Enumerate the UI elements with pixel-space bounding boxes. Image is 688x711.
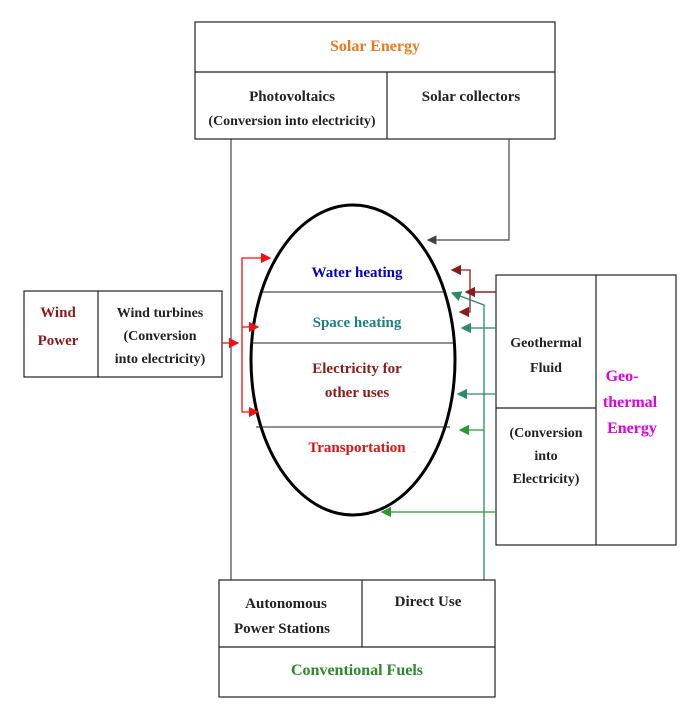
space-heating-label: Space heating (313, 315, 402, 331)
direct-use-label: Direct Use (395, 594, 462, 610)
wind-turbines-line1: Wind turbines (117, 306, 204, 321)
geo-conv-line1: (Conversion (509, 426, 582, 441)
photovoltaics-label: Photovoltaics (249, 89, 335, 105)
fuel-green-arrows (380, 424, 496, 518)
geo-conv-line2: into (534, 449, 557, 464)
geo-teal-arrows (450, 291, 496, 580)
geo-fluid-line2: Fluid (530, 361, 562, 376)
geo-title-line2: thermal (603, 394, 658, 411)
wind-title-line1: Wind (40, 305, 76, 321)
geo-conv-line3: Electricity) (513, 472, 580, 487)
conventional-fuels-title: Conventional Fuels (291, 662, 423, 679)
autonomous-line2: Power Stations (234, 621, 330, 637)
wind-title-line2: Power (38, 333, 79, 349)
solar-collector-arrow (426, 139, 510, 245)
geo-title-line3: Energy (607, 420, 657, 437)
photovoltaics-sublabel: (Conversion into electricity) (208, 114, 376, 129)
solar-energy-title: Solar Energy (330, 38, 420, 55)
electricity-label-line1: Electricity for (312, 361, 402, 377)
wind-turbines-line3: into electricity) (115, 352, 206, 367)
transportation-label: Transportation (308, 440, 406, 456)
wind-power-box: Wind Power Wind turbines (Conversion int… (23, 290, 223, 378)
solar-collectors-label: Solar collectors (422, 89, 521, 105)
autonomous-line1: Autonomous (245, 596, 327, 612)
wind-turbines-line2: (Conversion (123, 329, 196, 344)
wind-arrows (222, 252, 272, 418)
geothermal-box: Geothermal Fluid (Conversion into Electr… (495, 274, 677, 546)
uses-ellipse: Water heating Space heating Electricity … (249, 203, 457, 517)
geo-fluid-line1: Geothermal (510, 336, 582, 351)
geo-fluid-arrows (450, 264, 496, 318)
water-heating-label: Water heating (312, 265, 403, 281)
conventional-fuels-box: Autonomous Power Stations Direct Use Con… (218, 579, 496, 698)
solar-energy-box: Solar Energy Photovoltaics (Conversion i… (194, 21, 556, 140)
geo-title-line1: Geo- (606, 368, 639, 385)
electricity-label-line2: other uses (325, 385, 389, 401)
